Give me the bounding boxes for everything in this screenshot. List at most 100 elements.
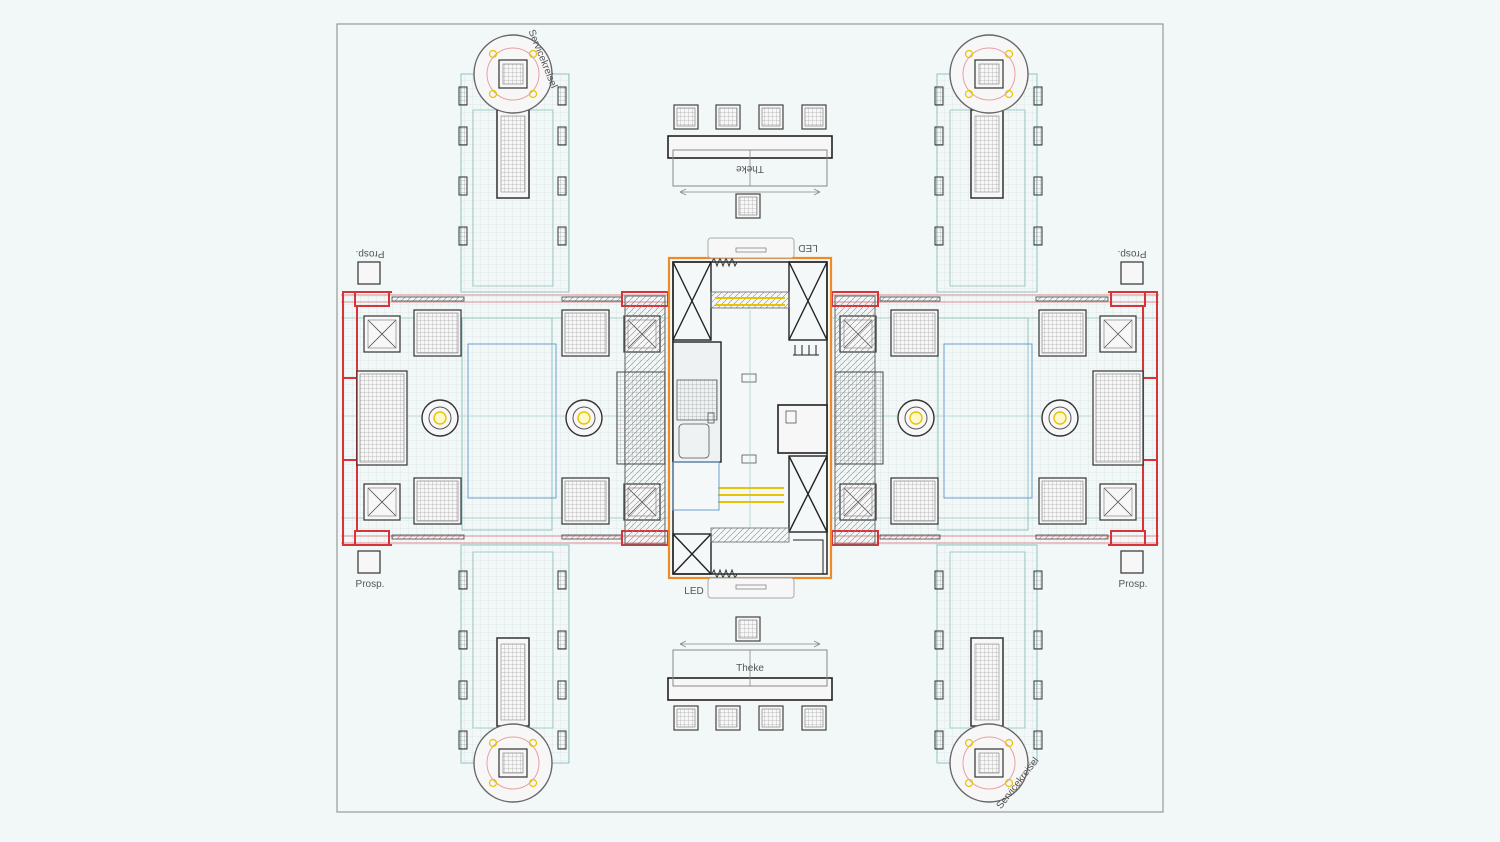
wall-clip <box>458 176 468 196</box>
spot-light-icon <box>964 778 974 788</box>
table-icon <box>561 477 610 525</box>
led-top-label: LED <box>798 242 817 253</box>
round-spot-icon <box>421 399 459 437</box>
spot-light-icon <box>488 738 498 748</box>
chair-icon <box>363 483 401 521</box>
wall-clip <box>1033 176 1043 196</box>
wall-clip <box>458 630 468 650</box>
bar-stools <box>673 104 827 731</box>
wall-clip <box>934 86 944 106</box>
turntable <box>949 723 1029 803</box>
bar-stool-icon <box>715 705 741 731</box>
round-spot-icon <box>1041 399 1079 437</box>
wall-clip <box>557 680 567 700</box>
wall-clip <box>934 126 944 146</box>
wall-clip <box>1033 226 1043 246</box>
spot-light-icon <box>528 778 538 788</box>
wall-clip <box>557 86 567 106</box>
wall-clip <box>934 680 944 700</box>
spot-light-icon <box>1004 89 1014 99</box>
chair-icon <box>1099 483 1137 521</box>
wall-clip <box>458 680 468 700</box>
wall-clip <box>1033 730 1043 750</box>
spot-light-icon <box>488 89 498 99</box>
wall-clip <box>557 226 567 246</box>
wall-clip <box>934 630 944 650</box>
round-spot-icon <box>897 399 935 437</box>
wall-clip <box>934 570 944 590</box>
wall-clip <box>557 126 567 146</box>
wall-clip <box>458 570 468 590</box>
wall-clip <box>458 730 468 750</box>
spot-light-icon <box>528 738 538 748</box>
spot-light-icon <box>964 89 974 99</box>
spot-light-icon <box>488 49 498 59</box>
spot-light-icon <box>528 49 538 59</box>
spot-light-icon <box>1004 778 1014 788</box>
bar-stool-icon <box>758 705 784 731</box>
prosp-top-right-label: Prosp. <box>1118 248 1147 259</box>
bar-stool-icon <box>801 104 827 130</box>
round-spot-icon <box>565 399 603 437</box>
prosp-bottom-left-label: Prosp. <box>356 579 385 590</box>
wall-clip <box>1033 126 1043 146</box>
led-bottom-label: LED <box>684 586 703 597</box>
wall-clip <box>557 630 567 650</box>
table-icon <box>413 477 462 525</box>
spot-light-icon <box>1004 738 1014 748</box>
bar-stool-icon <box>673 104 699 130</box>
bar-stool-icon <box>801 705 827 731</box>
prospect-holders <box>357 261 1144 574</box>
service-turntables <box>473 34 1029 803</box>
wall-clips <box>458 86 1043 750</box>
wall-clip <box>1033 680 1043 700</box>
wall-clip <box>557 730 567 750</box>
wall-clip <box>934 730 944 750</box>
wall-clip <box>557 570 567 590</box>
wall-clip <box>458 226 468 246</box>
arm-bottom-left <box>460 544 570 764</box>
bar-stool-icon <box>715 104 741 130</box>
chair-icon <box>363 315 401 353</box>
central-stage <box>667 237 833 599</box>
table-icon <box>1038 309 1087 357</box>
wall-clip <box>1033 86 1043 106</box>
wall-clip <box>458 86 468 106</box>
bar-stool-icon <box>735 193 761 219</box>
counter-top <box>667 135 833 196</box>
turntable <box>949 34 1029 114</box>
table-icon <box>561 309 610 357</box>
spot-light-icon <box>964 49 974 59</box>
bar-stool-icon <box>673 705 699 731</box>
counter-top-label: Theke <box>736 163 764 174</box>
chair-icon <box>1099 315 1137 353</box>
turntable <box>473 34 553 114</box>
hall-frame <box>336 23 1164 813</box>
counter-bottom <box>667 640 833 701</box>
spot-light-icon <box>488 778 498 788</box>
wall-clip <box>1033 570 1043 590</box>
spot-light-icon <box>528 89 538 99</box>
wall-clip <box>1033 630 1043 650</box>
prosp-bottom-right-label: Prosp. <box>1119 579 1148 590</box>
bar-stool-icon <box>735 616 761 642</box>
prosp-top-left-label: Prosp. <box>356 248 385 259</box>
table-icon <box>356 370 408 466</box>
spot-light-icon <box>964 738 974 748</box>
table-icon <box>1092 370 1144 466</box>
wall-clip <box>458 126 468 146</box>
turntable <box>473 723 553 803</box>
side-trusses <box>616 295 884 545</box>
table-icon <box>1038 477 1087 525</box>
wall-clip <box>557 176 567 196</box>
counter-bottom-label: Theke <box>736 663 764 674</box>
wall-clip <box>934 226 944 246</box>
wall-clip <box>934 176 944 196</box>
table-icon <box>890 477 939 525</box>
table-icon <box>413 309 462 357</box>
bar-stool-icon <box>758 104 784 130</box>
table-icon <box>890 309 939 357</box>
spot-light-icon <box>1004 49 1014 59</box>
